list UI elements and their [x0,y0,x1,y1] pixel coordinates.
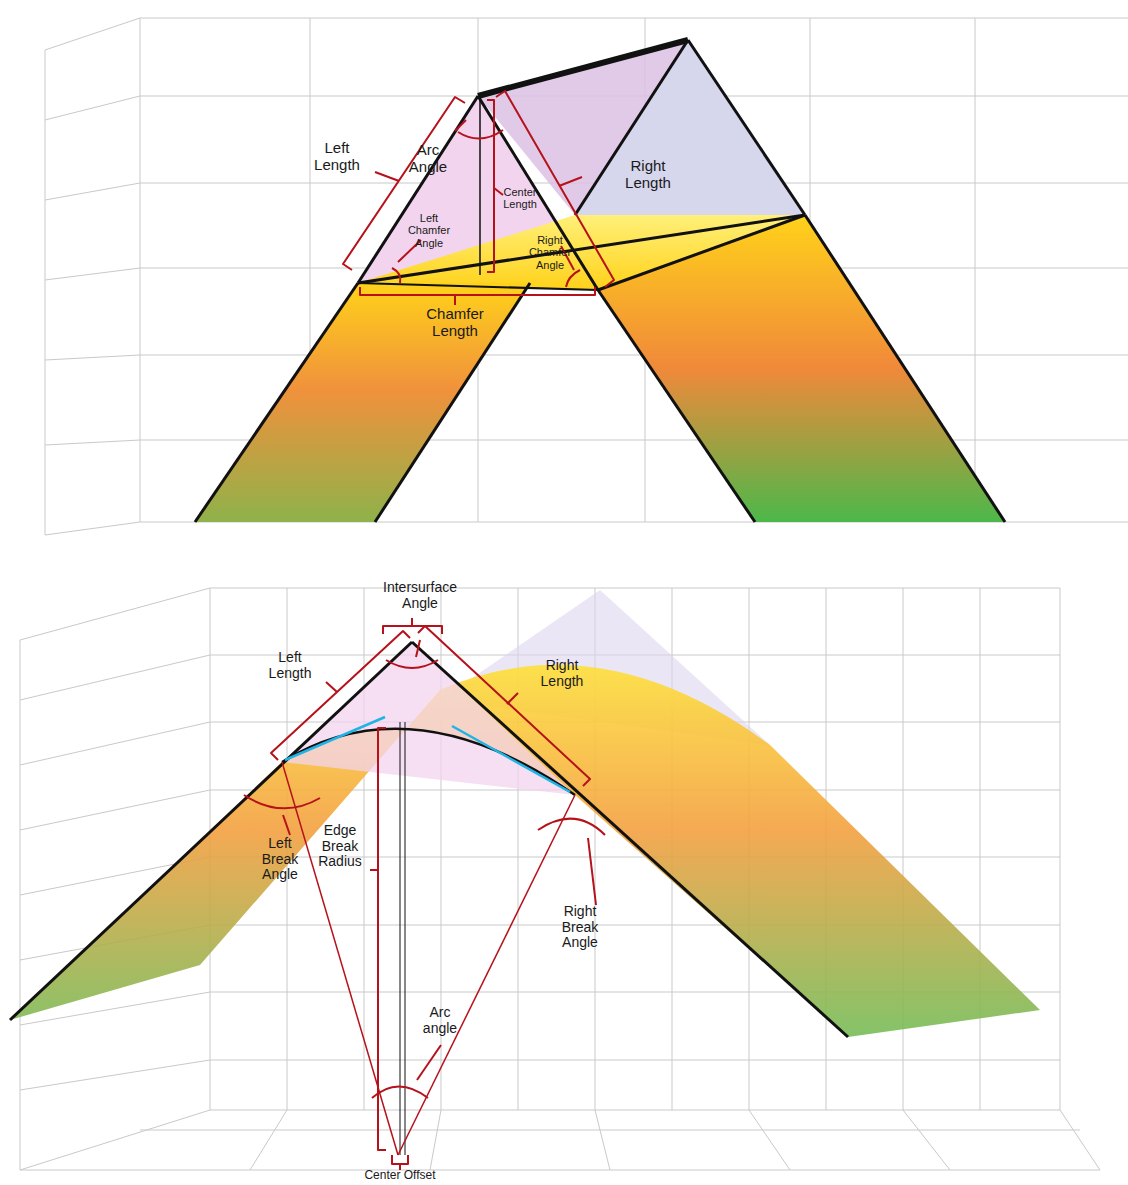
dimension-label: Left Chamfer Angle [408,212,450,249]
dimension-label: Center Offset [364,1169,435,1182]
dimension-label: Arc Angle [409,142,447,176]
dimension-label: Right Break Angle [562,904,599,951]
dimension-label: Chamfer Length [426,306,484,340]
dimension-label: Intersurface Angle [383,580,457,611]
dimension-label: Right Chamfer Angle [529,234,571,271]
dimension-label: Left Break Angle [262,836,299,883]
dimension-label: Right Length [625,158,671,192]
dimension-label: Edge Break Radius [318,823,362,870]
dimension-label: Center Length [503,186,537,211]
dimension-label: Arc angle [423,1005,457,1036]
dimension-label: Left Length [269,650,312,681]
dimension-label: Right Length [541,658,584,689]
dimension-label: Left Length [314,140,360,174]
